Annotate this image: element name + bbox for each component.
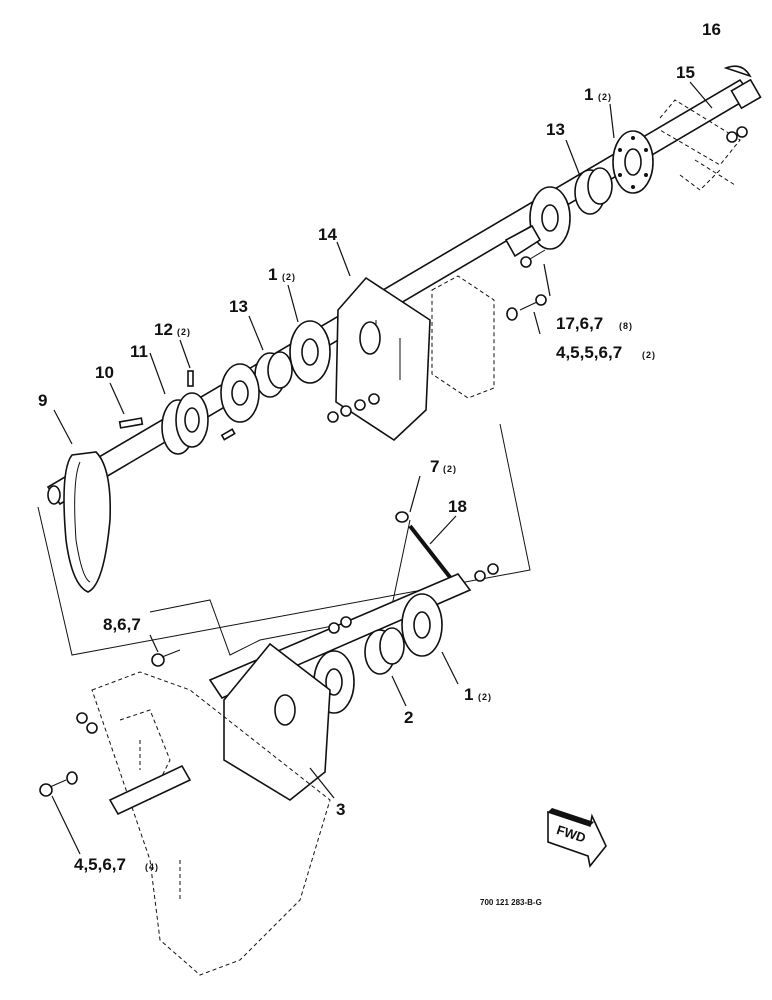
bolt-washer-lower: [39, 771, 78, 797]
svg-text:8,6,7: 8,6,7: [103, 615, 141, 634]
bearing-top: [574, 167, 613, 215]
svg-text:14: 14: [318, 225, 337, 244]
callout-4-5-5-6-7: 4,5,5,6,7 (2): [556, 343, 656, 362]
callout-10: 10: [95, 363, 114, 382]
callout-11: 11: [130, 342, 148, 361]
pulley: [161, 392, 209, 455]
svg-text:(8): (8): [619, 321, 633, 331]
callout-7: 7 (2): [430, 457, 457, 476]
mounting-plate-14: [335, 276, 431, 442]
set-screws: [187, 370, 236, 441]
leader-lines: [51, 81, 713, 855]
bearing-flange-top: [612, 130, 654, 194]
callout-2: 2: [404, 708, 413, 727]
svg-text:11: 11: [130, 342, 148, 361]
callout-8-6-7: 8,6,7: [103, 615, 141, 634]
callout-12: 12 (2): [154, 320, 191, 339]
svg-text:1: 1: [584, 85, 593, 104]
svg-text:9: 9: [38, 391, 47, 410]
bearing-flange-middle: [289, 320, 331, 384]
svg-text:(2): (2): [282, 272, 296, 282]
bearing-flange-top-2: [529, 186, 571, 250]
svg-text:(4): (4): [145, 862, 159, 872]
bearing-flange-lower: [401, 593, 443, 657]
callout-3: 3: [336, 800, 345, 819]
callout-18: 18: [448, 497, 467, 516]
callout-4-5-6-7: 4,5,6,7 (4): [74, 855, 159, 874]
svg-text:16: 16: [702, 20, 721, 39]
svg-text:2: 2: [404, 708, 413, 727]
svg-text:13: 13: [229, 297, 248, 316]
svg-text:13: 13: [546, 120, 565, 139]
nut-stack-middle: [327, 393, 380, 423]
svg-text:10: 10: [95, 363, 114, 382]
svg-text:3: 3: [336, 800, 345, 819]
bolt-8: [151, 649, 181, 667]
svg-text:17,6,7: 17,6,7: [556, 314, 603, 333]
callout-14: 14: [318, 225, 337, 244]
svg-text:(2): (2): [177, 327, 191, 337]
svg-text:(2): (2): [598, 92, 612, 102]
bolt-17: [520, 249, 546, 268]
bearing-middle: [254, 351, 293, 398]
callout-13-middle: 13: [229, 297, 248, 316]
mounting-plate-3: [223, 642, 331, 801]
svg-text:1: 1: [268, 265, 277, 284]
svg-text:(2): (2): [478, 692, 492, 702]
svg-text:4,5,6,7: 4,5,6,7: [74, 855, 126, 874]
svg-text:7: 7: [430, 457, 439, 476]
callout-9: 9: [38, 391, 47, 410]
callout-15: 15: [676, 63, 695, 82]
callout-1-top: 1 (2): [584, 85, 612, 104]
callout-1-middle: 1 (2): [268, 265, 296, 284]
svg-text:15: 15: [676, 63, 695, 82]
drawing-code: 700 121 283-B-G: [480, 898, 542, 907]
nut-set-top: [726, 126, 748, 143]
bearing-2: [364, 627, 405, 675]
svg-text:12: 12: [154, 320, 173, 339]
callout-13-top: 13: [546, 120, 565, 139]
shaft-key: [118, 417, 144, 429]
drive-belt: [63, 451, 112, 593]
callout-1-lower: 1 (2): [464, 685, 492, 704]
bolt-washer-upper: [506, 294, 547, 321]
upper-shaft: [46, 78, 762, 506]
callout-17-6-7: 17,6,7 (8): [556, 314, 633, 333]
svg-text:18: 18: [448, 497, 467, 516]
svg-text:(2): (2): [642, 350, 656, 360]
bearing-flange-middle-2: [220, 363, 260, 423]
nut-cluster-left: [76, 712, 98, 734]
svg-text:4,5,5,6,7: 4,5,5,6,7: [556, 343, 622, 362]
woodruff-key: [723, 65, 752, 78]
fwd-arrow: FWD: [547, 808, 607, 868]
svg-text:(2): (2): [443, 464, 457, 474]
svg-text:1: 1: [464, 685, 473, 704]
callout-16: 16: [702, 20, 721, 39]
